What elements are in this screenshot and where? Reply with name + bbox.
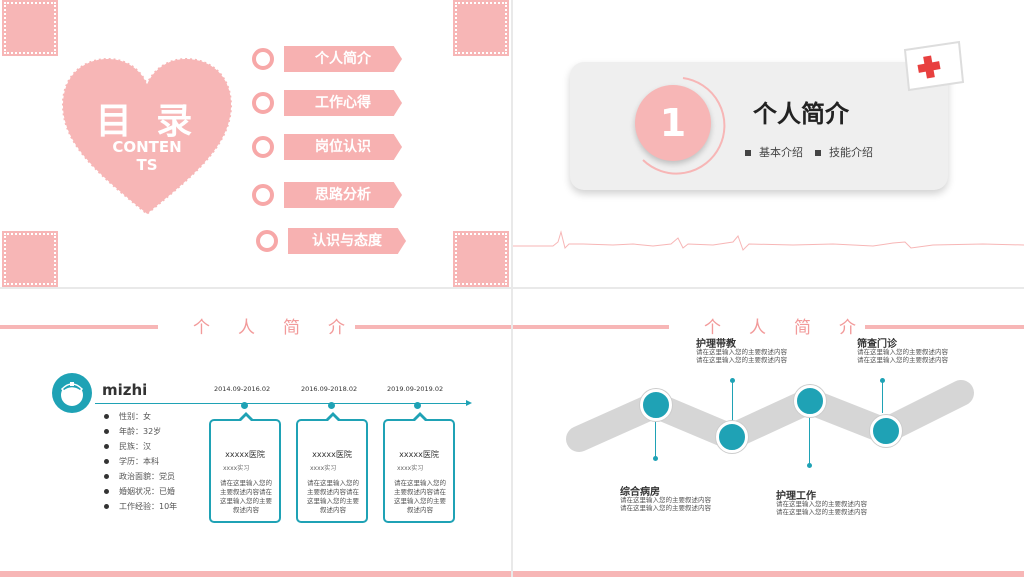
heart-icon <box>60 56 234 217</box>
connector-stem <box>655 419 656 459</box>
corner-stamp-tr <box>453 0 509 56</box>
heart-badge: 目 录 CONTEN TS <box>58 50 236 220</box>
connector-dot <box>807 463 812 468</box>
timeline-card: xxxxx医院 xxxx实习 请在这里输入您的主要叙述内容请在这里输入您的主要叙… <box>383 412 455 523</box>
timeline-desc: 请在这里输入您的主要叙述内容请在这里输入您的主要叙述内容 <box>220 479 272 514</box>
timeline-role: xxxx实习 <box>397 465 424 472</box>
subtopic-skills: 技能介绍 <box>815 144 873 160</box>
menu-item-label: 岗位认识 <box>284 134 402 160</box>
profile-name: mizhi <box>102 381 148 399</box>
slide-contents[interactable]: 目 录 CONTEN TS 个人简介 工作心得 岗位认识 思路分析 认识与态度 <box>0 0 511 287</box>
timeline-dot <box>241 402 248 409</box>
role-desc: 请在这里输入您的主要叙述内容 请在这里输入您的主要叙述内容 <box>857 348 948 364</box>
slide-roles[interactable]: 个人简介 护理带教 请在这里输入您的主要叙述内容 请在这里输入您的主要叙述内容 … <box>513 289 1024 577</box>
header-rule-right <box>355 325 511 329</box>
info-experience: 工作经验：10年 <box>104 501 177 512</box>
bullet-ring-icon <box>252 184 274 206</box>
corner-stamp-br <box>453 231 509 287</box>
timeline-date: 2016.09-2018.02 <box>301 385 358 393</box>
bottom-bar <box>513 571 1024 577</box>
info-marital: 婚姻状况：已婚 <box>104 486 175 497</box>
role-title: 筛查门诊 <box>857 339 897 350</box>
bullet-ring-icon <box>252 136 274 158</box>
info-ethnicity: 民族：汉 <box>104 441 151 452</box>
info-politics: 政治面貌：党员 <box>104 471 175 482</box>
info-gender: 性别：女 <box>104 411 151 422</box>
slide-header: 个人简介 <box>704 318 884 338</box>
nurse-cap-icon <box>640 389 672 421</box>
timeline-card: xxxxx医院 xxxx实习 请在这里输入您的主要叙述内容请在这里输入您的主要叙… <box>209 412 281 523</box>
timeline-org: xxxxx医院 <box>312 450 352 459</box>
nurse-cap-icon <box>794 385 826 417</box>
section-card <box>570 62 948 190</box>
nurse-avatar-icon <box>52 373 92 413</box>
section-number: 1 <box>635 85 711 161</box>
connector-dot <box>730 378 735 383</box>
arc-decoration <box>642 77 726 175</box>
info-education: 学历：本科 <box>104 456 159 467</box>
bullet-ring-icon <box>252 92 274 114</box>
slide-profile[interactable]: 个人简介 mizhi 性别：女 年龄：32岁 民族：汉 学历：本科 政治面貌：党… <box>0 289 511 577</box>
timeline-role: xxxx实习 <box>223 465 250 472</box>
timeline-axis <box>95 403 470 404</box>
arrow-right-icon <box>466 400 472 406</box>
role-title: 综合病房 <box>620 487 660 498</box>
menu-item-label: 认识与态度 <box>288 228 406 254</box>
connector-stem <box>809 415 810 465</box>
contents-sub-line1: CONTEN <box>112 138 182 156</box>
timeline-date: 2019.09-2019.02 <box>387 385 444 393</box>
header-rule-right <box>865 325 1024 329</box>
subtopic-basic: 基本介绍 <box>745 144 803 160</box>
timeline-org: xxxxx医院 <box>399 450 439 459</box>
connector-dot <box>880 378 885 383</box>
square-bullet-icon <box>815 150 821 156</box>
bottom-bar <box>0 571 511 577</box>
corner-stamp-tl <box>2 0 58 56</box>
role-desc: 请在这里输入您的主要叙述内容 请在这里输入您的主要叙述内容 <box>696 348 787 364</box>
subtopic-label: 基本介绍 <box>759 146 803 159</box>
info-age: 年龄：32岁 <box>104 426 161 437</box>
menu-item-label: 思路分析 <box>284 182 402 208</box>
corner-stamp-bl <box>2 231 58 287</box>
bullet-ring-icon <box>252 48 274 70</box>
nurse-avatar-icon <box>716 421 748 453</box>
role-desc: 请在这里输入您的主要叙述内容 请在这里输入您的主要叙述内容 <box>620 496 711 512</box>
section-title: 个人简介 <box>753 100 849 128</box>
menu-item-label: 个人简介 <box>284 46 402 72</box>
timeline-dot <box>328 402 335 409</box>
connector-stem <box>882 381 883 413</box>
contents-sub-line2: TS <box>136 156 158 174</box>
nurse-cap-icon <box>903 40 965 92</box>
header-rule-left <box>0 325 158 329</box>
role-desc: 请在这里输入您的主要叙述内容 请在这里输入您的主要叙述内容 <box>776 500 867 516</box>
contents-title: 目 录 <box>95 101 199 142</box>
slide-header: 个人简介 <box>193 318 373 338</box>
menu-item-label: 工作心得 <box>284 90 402 116</box>
header-rule-left <box>513 325 669 329</box>
role-title: 护理带教 <box>696 339 736 350</box>
connector-dot <box>653 456 658 461</box>
connector-stem <box>732 381 733 421</box>
timeline-card: xxxxx医院 xxxx实习 请在这里输入您的主要叙述内容请在这里输入您的主要叙… <box>296 412 368 523</box>
slide-section-1[interactable]: 1 个人简介 基本介绍 技能介绍 <box>513 0 1024 287</box>
ecg-line <box>513 230 1024 251</box>
bullet-ring-icon <box>256 230 278 252</box>
timeline-dot <box>414 402 421 409</box>
timeline-role: xxxx实习 <box>310 465 337 472</box>
zigzag-path <box>566 380 974 452</box>
role-title: 护理工作 <box>776 491 816 502</box>
timeline-org: xxxxx医院 <box>225 450 265 459</box>
timeline-desc: 请在这里输入您的主要叙述内容请在这里输入您的主要叙述内容 <box>307 479 359 514</box>
timeline-date: 2014.09-2016.02 <box>214 385 271 393</box>
square-bullet-icon <box>745 150 751 156</box>
nurse-avatar-icon <box>870 415 902 447</box>
timeline-desc: 请在这里输入您的主要叙述内容请在这里输入您的主要叙述内容 <box>394 479 446 514</box>
subtopic-label: 技能介绍 <box>829 146 873 159</box>
